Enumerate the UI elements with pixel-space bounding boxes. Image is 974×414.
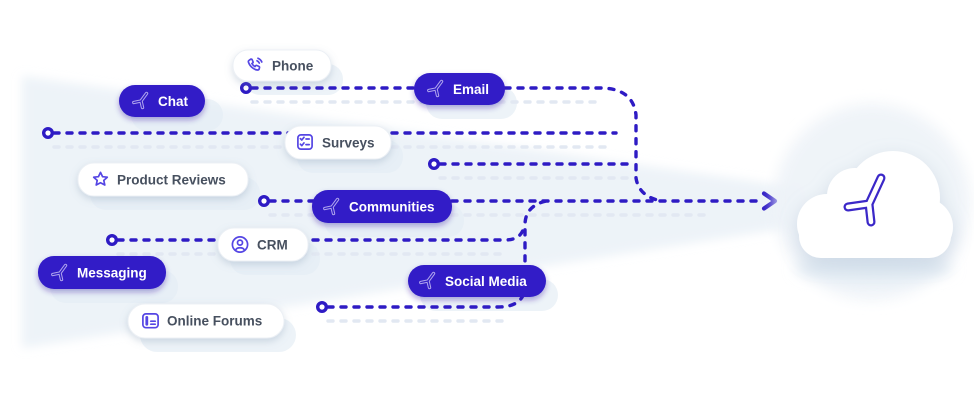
channel-pill-online-forums: Online Forums [127,303,285,339]
channel-pill-chat: Chat [119,85,205,117]
user-circle-icon [231,236,249,253]
channel-label: Chat [158,94,189,109]
phone-icon [247,57,263,71]
star-icon [92,171,109,186]
channel-label: Product Reviews [117,173,226,188]
brand-logo-icon [132,91,149,110]
brand-logo-icon [427,79,444,98]
channel-label: Email [453,82,489,97]
channel-pill-email: Email [414,73,505,105]
destination-cloud [774,104,970,300]
channel-pill-social-media: Social Media [408,265,546,297]
channel-pill-communities: Communities [312,190,452,223]
connector-origin-dots [42,81,441,314]
forum-window-icon [142,313,159,329]
channel-pill-surveys: Surveys [284,125,392,160]
channel-label: Online Forums [167,314,262,329]
connector-crm-merge [116,225,526,242]
channel-label: Communities [349,200,435,215]
channel-label: CRM [257,238,288,253]
channel-pill-crm: CRM [217,227,309,262]
channel-label: Phone [272,59,314,74]
survey-checklist-icon [297,134,313,150]
connector-email-cloud [503,86,664,203]
brand-logo-icon [51,263,68,282]
brand-logo-icon [419,271,436,290]
cloud-ground-shadow [796,256,952,280]
brand-logo-icon [843,173,886,227]
channel-label: Surveys [322,136,375,151]
channel-pill-product-reviews: Product Reviews [77,162,249,197]
channel-pill-messaging: Messaging [38,256,166,289]
channel-label: Social Media [445,274,527,289]
brand-logo-icon [323,197,340,216]
channel-label: Messaging [77,266,147,281]
channel-pill-phone: Phone [232,49,332,82]
